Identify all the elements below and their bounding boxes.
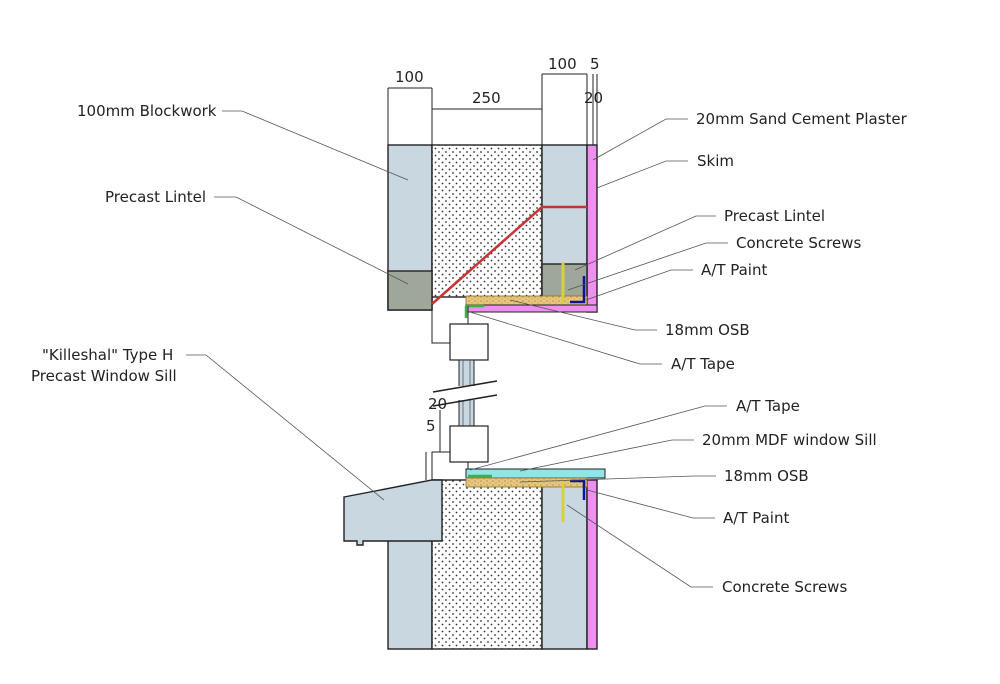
label-at-tape-bottom: A/T Tape <box>736 397 800 415</box>
cavity-insulation-sill <box>431 479 543 650</box>
frame-sill <box>431 451 469 480</box>
label-concrete-screws-top: Concrete Screws <box>736 234 861 252</box>
break-line-1 <box>432 380 498 393</box>
dim-20-top: 20 <box>584 89 603 107</box>
label-at-tape-top: A/T Tape <box>671 355 735 373</box>
label-blockwork: 100mm Blockwork <box>77 102 217 120</box>
label-skim: Skim <box>697 152 734 170</box>
label-precast-lintel-left: Precast Lintel <box>105 188 206 206</box>
label-concrete-screws-bottom: Concrete Screws <box>722 578 847 596</box>
dim-5-top: 5 <box>590 55 600 73</box>
frame-head-box <box>449 323 489 361</box>
label-osb-bottom: 18mm OSB <box>724 467 809 485</box>
plaster-return-head <box>465 304 598 313</box>
label-precast-lintel-right: Precast Lintel <box>724 207 825 225</box>
lintel-profile-line <box>431 205 587 305</box>
label-osb-top: 18mm OSB <box>665 321 750 339</box>
dim-250: 250 <box>472 89 501 107</box>
head-section <box>387 144 598 361</box>
label-sill-line2: Precast Window Sill <box>31 367 177 385</box>
label-mdf-window-sill: 20mm MDF window Sill <box>702 431 877 449</box>
dimension-lines <box>387 73 598 480</box>
precast-window-sill <box>343 479 443 546</box>
label-sand-cement-plaster: 20mm Sand Cement Plaster <box>696 110 908 128</box>
leader-lines <box>186 110 728 588</box>
dim-100-right: 100 <box>548 55 577 73</box>
label-sill-line1: "Killeshal" Type H <box>42 346 173 364</box>
cavity-insulation-head <box>431 144 543 298</box>
at-paint-sill <box>570 479 586 500</box>
dim-20-mid: 20 <box>428 395 447 413</box>
outer-blockwork-sill <box>387 539 433 650</box>
label-at-paint-top: A/T Paint <box>701 261 767 279</box>
frame-sill-box <box>449 425 489 463</box>
break-line-2 <box>432 394 498 407</box>
label-at-paint-bottom: A/T Paint <box>723 509 789 527</box>
plaster-sill <box>586 479 598 650</box>
dim-100-left: 100 <box>395 68 424 86</box>
sill-section <box>343 425 606 650</box>
dim-5-mid: 5 <box>426 417 436 435</box>
osb-sill <box>465 477 588 488</box>
plaster-head <box>586 144 598 313</box>
glazing <box>430 359 500 429</box>
